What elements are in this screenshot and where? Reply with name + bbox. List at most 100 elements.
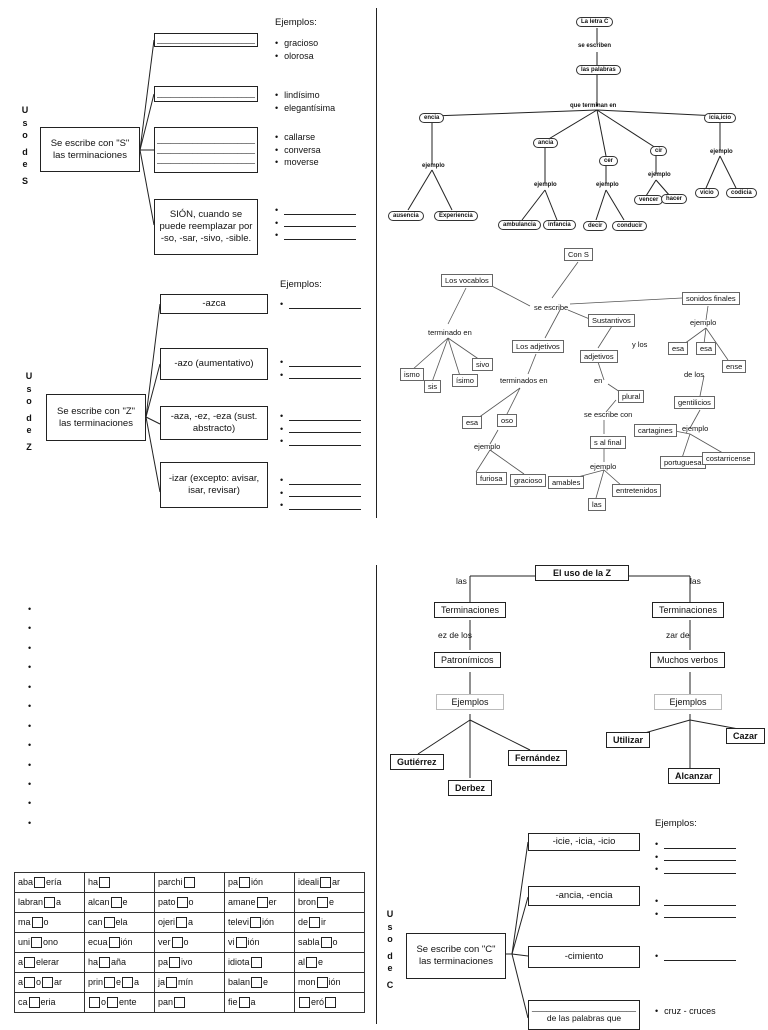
letter-blank[interactable]	[42, 977, 54, 989]
letter-blank[interactable]	[99, 957, 111, 969]
blank-line[interactable]	[280, 499, 362, 512]
letter-blank[interactable]	[110, 897, 122, 909]
letter-blank[interactable]	[103, 917, 115, 929]
cmap-c-link-1: se escriben	[578, 43, 612, 49]
word-fragment: ir	[321, 916, 327, 927]
letter-blank[interactable]	[299, 997, 310, 1009]
uso-z-box-4[interactable]: -izar (excepto: avisar, isar, revisar)	[160, 462, 268, 508]
letter-blank[interactable]	[89, 997, 100, 1009]
cmap-s-esa: esa	[462, 416, 483, 429]
letter-blank[interactable]	[183, 877, 195, 889]
cmap-c-node-encia: encia	[419, 113, 445, 123]
blank-line[interactable]	[655, 895, 737, 908]
cmap-c-node-cir: cir	[650, 146, 668, 156]
letter-blank[interactable]	[24, 957, 36, 969]
letter-blank[interactable]	[44, 897, 56, 909]
letter-blank[interactable]	[250, 957, 262, 969]
blank-line[interactable]	[655, 908, 737, 921]
cmap-z-term-right: Terminaciones	[652, 602, 725, 618]
letter-blank[interactable]	[320, 877, 332, 889]
bullet-item: •	[28, 721, 32, 731]
letter-blank[interactable]	[309, 917, 321, 929]
letter-blank[interactable]	[34, 877, 46, 889]
letter-blank[interactable]	[99, 877, 111, 889]
uso-z-box-2[interactable]: -azo (aumentativo)	[160, 348, 268, 380]
bullet-item: •	[28, 798, 32, 808]
letter-blank[interactable]	[166, 977, 178, 989]
blank-line[interactable]	[275, 217, 357, 230]
letter-blank[interactable]	[176, 917, 188, 929]
uso-z-box-3[interactable]: -aza, -ez, -eza (sust. abstracto)	[160, 406, 268, 440]
blank-line[interactable]	[655, 950, 737, 963]
uso-s-box-3[interactable]: ______________________ _________________…	[154, 127, 258, 173]
blank-line[interactable]	[280, 356, 362, 369]
word-fragment: vi	[228, 936, 235, 947]
blank-line[interactable]	[280, 474, 362, 487]
letter-blank[interactable]	[24, 977, 36, 989]
cmap-s-se-escribe-con: se escribe con	[584, 410, 633, 419]
cmap-c-ejemplo-4: ejemplo	[648, 172, 671, 178]
letter-blank[interactable]	[174, 997, 186, 1009]
uso-c-box-2[interactable]: -ancia, -encia	[528, 886, 640, 906]
word-fragment: balan	[228, 976, 251, 987]
letter-blank[interactable]	[31, 917, 43, 929]
blank-line[interactable]	[655, 851, 737, 864]
letter-blank[interactable]	[250, 917, 262, 929]
letter-blank[interactable]	[104, 977, 116, 989]
uso-s-box-2[interactable]: ______________________	[154, 86, 258, 102]
letter-blank[interactable]	[325, 997, 337, 1009]
uso-s-box-4[interactable]: SIÓN, cuando se puede reemplazar por -so…	[154, 199, 258, 255]
blank-line[interactable]	[275, 204, 357, 217]
word-cell[interactable]: eró	[294, 992, 365, 1013]
letter-blank[interactable]	[256, 897, 268, 909]
uso-c-box-3[interactable]: -cimiento	[528, 946, 640, 968]
blank-line[interactable]	[280, 487, 362, 500]
letter-blank[interactable]	[176, 897, 188, 909]
letter-blank[interactable]	[238, 997, 250, 1009]
word-fragment: o	[101, 996, 107, 1007]
blank-line[interactable]	[275, 229, 357, 242]
letter-blank[interactable]	[239, 877, 251, 889]
uso-z-box-1[interactable]: -azca	[160, 294, 268, 314]
blank-line[interactable]	[280, 369, 362, 382]
cmap-z-ejemplos-left: Ejemplos	[436, 694, 504, 710]
uso-c-box-1[interactable]: -icie, -icia, -icio	[528, 833, 640, 851]
blank-line[interactable]	[280, 298, 362, 311]
letter-blank[interactable]	[306, 957, 318, 969]
letter-blank[interactable]	[122, 977, 134, 989]
word-fragment: de	[298, 916, 309, 927]
blank-line[interactable]	[280, 435, 362, 448]
letter-blank[interactable]	[28, 997, 40, 1009]
letter-blank[interactable]	[169, 957, 181, 969]
word-fragment: a	[18, 956, 24, 967]
letter-blank[interactable]	[235, 937, 247, 949]
blank-line[interactable]	[655, 863, 737, 876]
letter-blank[interactable]	[107, 997, 119, 1009]
blank-line[interactable]	[280, 410, 362, 423]
letter-blank[interactable]	[31, 937, 43, 949]
cmap-s-sustantivos: Sustantivos	[588, 314, 635, 327]
blank-line[interactable]	[280, 423, 362, 436]
word-fragment: a	[18, 976, 24, 987]
letter-blank[interactable]	[317, 897, 329, 909]
word-fragment: ión	[262, 916, 275, 927]
letter-blank[interactable]	[108, 937, 120, 949]
letter-blank[interactable]	[320, 937, 332, 949]
cmap-s-amables: amables	[548, 476, 585, 489]
letter-blank[interactable]	[251, 977, 263, 989]
uso-s-box-1[interactable]: ______________________	[154, 33, 258, 47]
blank-line[interactable]	[655, 838, 737, 851]
uso-c-box-4[interactable]: ______________________ de las palabras q…	[528, 1000, 640, 1030]
letter-blank[interactable]	[171, 937, 183, 949]
letter-blank[interactable]	[316, 977, 328, 989]
